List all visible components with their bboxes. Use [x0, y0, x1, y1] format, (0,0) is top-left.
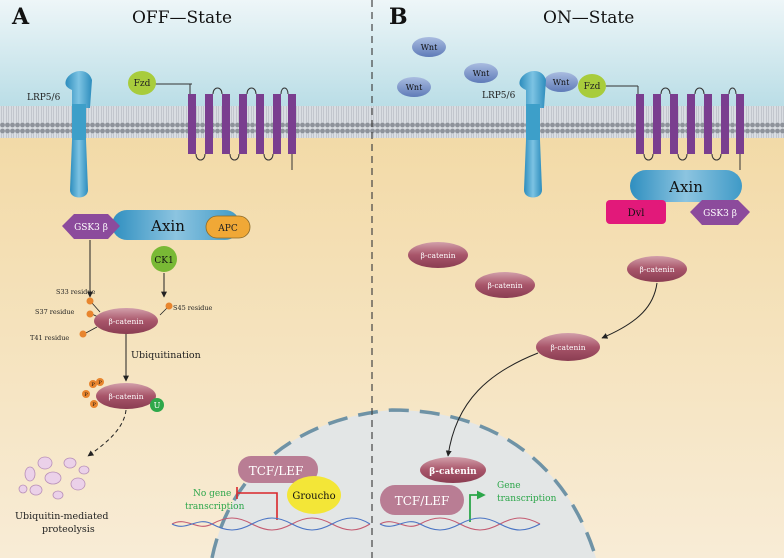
gene-transcription-label-1: Gene — [497, 481, 521, 491]
residue-s37-label: S37 residue — [35, 308, 75, 316]
fzd-label-b: Fzd — [584, 82, 601, 92]
axin-label-b: Axin — [668, 178, 703, 196]
fzd-ligand-a — [128, 71, 156, 95]
beta-catenin-label-b1: β-catenin — [420, 251, 455, 260]
groucho-label: Groucho — [292, 491, 335, 502]
beta-catenin-b3 — [627, 256, 687, 282]
beta-catenin-ubiquitinated-a — [82, 378, 164, 412]
groucho — [287, 476, 341, 514]
phospho-label-1: P — [91, 382, 95, 388]
panel-a-title: OFF—State — [132, 8, 232, 28]
beta-catenin-label-b2: β-catenin — [487, 281, 522, 290]
arrow-catenin-to-nucleus — [445, 352, 539, 457]
gsk3b-b — [690, 200, 750, 225]
tcf-lef-b — [380, 485, 464, 515]
beta-catenin-label-b4: β-catenin — [550, 343, 585, 352]
dna-strand-b — [379, 517, 541, 531]
lrp-label-a: LRP5/6 — [27, 93, 61, 103]
wnt-label-bound: Wnt — [553, 78, 570, 87]
gsk3b-a — [62, 214, 120, 239]
beta-catenin-phosphorylated-a — [79, 297, 173, 338]
beta-catenin-nuclear — [420, 457, 486, 483]
residue-s33-label: S33 residue — [56, 288, 96, 296]
ck1-label-a: CK1 — [154, 256, 173, 266]
no-gene-label-1: No gene — [193, 489, 231, 499]
nucleus — [210, 408, 598, 558]
beta-catenin-b2 — [475, 272, 535, 298]
proteolysis-label-1: Ubiquitin-mediated — [15, 511, 108, 522]
beta-catenin-b1 — [408, 242, 468, 268]
ubiquitin-label: U — [154, 401, 161, 410]
beta-catenin-label-a1: β-catenin — [108, 317, 143, 326]
proteolysis-label-2: proteolysis — [42, 524, 95, 535]
gsk3b-label-a: GSK3 β — [74, 223, 108, 233]
wnt-label-3: Wnt — [406, 83, 423, 92]
axin-b — [630, 170, 742, 202]
wnt-ligand-3 — [397, 77, 431, 97]
ubiquitination-label: Ubiquitination — [131, 350, 201, 361]
wnt-ligand-2 — [464, 63, 498, 83]
panel-b-letter: B — [389, 4, 408, 30]
ck1-a — [151, 246, 177, 272]
arrow-catenin-to-cytoplasm — [601, 282, 658, 339]
dvl — [606, 200, 666, 224]
cell-membrane — [0, 106, 784, 138]
residue-s45-label: S45 residue — [173, 304, 213, 312]
lrp-receptor-a — [65, 70, 92, 198]
wnt-ligand-bound — [544, 72, 578, 92]
tcf-lef-label-b: TCF/LEF — [395, 494, 450, 508]
no-gene-label-2: transcription — [185, 502, 245, 512]
inhibition-symbol — [236, 487, 278, 520]
wnt-label-1: Wnt — [421, 43, 438, 52]
dvl-label: Dvl — [628, 208, 645, 219]
fzd-label-a: Fzd — [134, 79, 151, 89]
panel-b-title: ON—State — [543, 8, 634, 28]
proteolysis-fragments — [18, 456, 90, 500]
apc-a — [205, 215, 251, 239]
fzd-receptor-a — [150, 83, 296, 170]
phospho-label-2: P — [84, 392, 88, 398]
beta-catenin-label-nuclear: β-catenin — [429, 467, 477, 477]
gene-transcription-label-2: transcription — [497, 494, 557, 504]
tcf-lef-label-a: TCF/LEF — [249, 464, 304, 478]
beta-catenin-b4 — [536, 333, 600, 361]
activation-arrow — [469, 490, 486, 522]
panel-a-letter: A — [11, 4, 30, 30]
fzd-receptor-b — [600, 85, 744, 170]
residue-t41-label: T41 residue — [30, 334, 69, 342]
apc-label-a: APC — [217, 224, 238, 234]
axin-label-a: Axin — [150, 217, 185, 235]
tcf-lef-a — [238, 456, 318, 483]
beta-catenin-label-b3: β-catenin — [639, 265, 674, 274]
gsk3b-label-b: GSK3 β — [703, 209, 737, 219]
dna-strand-a — [171, 517, 371, 531]
lrp-receptor-b — [519, 70, 546, 198]
lrp-label-b: LRP5/6 — [482, 91, 516, 101]
beta-catenin-label-a2: β-catenin — [108, 392, 143, 401]
wnt-ligand-1 — [412, 37, 446, 57]
phospho-label-4: P — [98, 380, 102, 386]
wnt-label-2: Wnt — [473, 69, 490, 78]
phospho-label-3: P — [92, 402, 96, 408]
fzd-ligand-b — [578, 74, 606, 98]
